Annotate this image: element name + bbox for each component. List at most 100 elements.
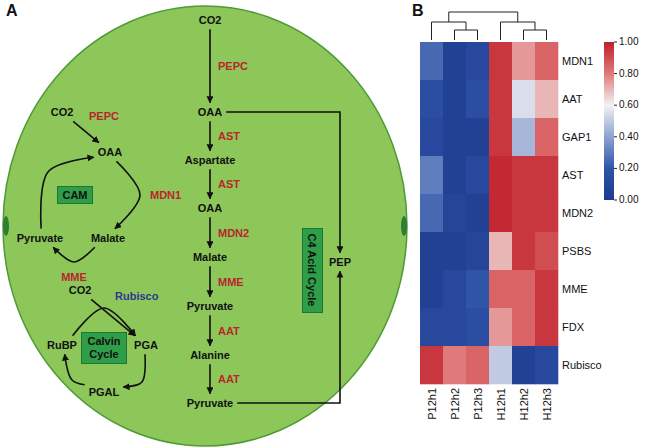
cycle-box: Calvin Cycle — [81, 332, 127, 363]
metabolite-node: Malate — [89, 231, 127, 246]
metabolite-node: Pyruvate — [185, 299, 235, 314]
pathway-arrow — [209, 266, 211, 296]
pathway-arrow — [73, 121, 99, 142]
heatmap-cell — [466, 270, 489, 308]
enzyme-label: AAT — [218, 324, 240, 337]
heatmap-cell — [489, 42, 512, 80]
heatmap-cell — [466, 80, 489, 118]
enzyme-label: AST — [218, 178, 240, 191]
row-label: FDX — [562, 321, 584, 334]
node-text: Pyruvate — [17, 232, 63, 245]
heatmap-cell — [512, 80, 535, 118]
row-label: MDN2 — [562, 207, 593, 220]
heatmap — [420, 42, 558, 384]
scale-label: 0.00 — [619, 194, 638, 206]
metabolite-node: CO2 — [67, 283, 94, 298]
panel-letter: A — [6, 2, 18, 20]
node-text: Pyruvate — [187, 300, 233, 313]
cycle-box: CAM — [57, 186, 92, 205]
heatmap-cell — [512, 156, 535, 194]
heatmap-cell — [420, 80, 443, 118]
heatmap-cell — [420, 270, 443, 308]
heatmap-cell — [466, 42, 489, 80]
heatmap-cell — [443, 80, 466, 118]
heatmap-cell — [420, 156, 443, 194]
scale-label: 0.60 — [619, 99, 638, 111]
heatmap-cell — [443, 270, 466, 308]
stoma — [3, 216, 9, 236]
heatmap-cell — [443, 308, 466, 346]
heatmap-cell — [535, 232, 558, 270]
column-label: P12h1 — [425, 388, 438, 420]
row-label: MDN1 — [562, 55, 593, 68]
metabolite-node: PGAL — [87, 385, 122, 400]
heatmap-cell — [535, 346, 558, 384]
enzyme-label: Rubisco — [115, 290, 158, 303]
metabolite-node: PEP — [327, 255, 353, 270]
column-label: H12h1 — [494, 388, 507, 420]
heatmap-cell — [535, 270, 558, 308]
scale-ticks — [614, 42, 617, 200]
node-text: Malate — [193, 251, 227, 264]
node-text: Aspartate — [185, 154, 236, 167]
heatmap-cell — [535, 194, 558, 232]
pathway-arrow — [209, 364, 211, 393]
column-label: P12h3 — [471, 388, 484, 420]
heatmap-cell — [512, 118, 535, 156]
heatmap-cell — [489, 194, 512, 232]
enzyme-label: AAT — [218, 373, 240, 386]
metabolite-node: Aspartate — [183, 153, 238, 168]
heatmap-cell — [489, 270, 512, 308]
heatmap-cell — [535, 308, 558, 346]
heatmap-cell — [535, 80, 558, 118]
column-label: H12h2 — [517, 388, 530, 420]
dendrogram — [432, 12, 547, 40]
node-text: PGA — [134, 339, 158, 352]
metabolite-node: Malate — [191, 250, 229, 265]
heatmap-cell — [420, 118, 443, 156]
metabolite-node: PGA — [132, 338, 160, 353]
pathway-arrow — [209, 169, 211, 198]
enzyme-label: MDN2 — [218, 226, 249, 239]
heatmap-cell — [535, 42, 558, 80]
color-scale — [604, 42, 614, 200]
heatmap-cell — [512, 308, 535, 346]
heatmap-cell — [489, 232, 512, 270]
column-label: H12h3 — [540, 388, 553, 420]
metabolite-node: OAA — [96, 145, 124, 160]
heatmap-cell — [535, 118, 558, 156]
heatmap-cell — [420, 308, 443, 346]
heatmap-cell — [443, 156, 466, 194]
heatmap-cell — [420, 232, 443, 270]
heatmap-cell — [466, 308, 489, 346]
stoma — [401, 216, 407, 236]
scale-label: 0.80 — [619, 68, 638, 80]
heatmap-cell — [512, 346, 535, 384]
pathway-arrow — [115, 161, 140, 228]
heatmap-cell — [466, 346, 489, 384]
node-text: PEP — [329, 256, 351, 269]
enzyme-label: MME — [61, 271, 87, 284]
heatmap-cell — [512, 42, 535, 80]
heatmap-cell — [489, 80, 512, 118]
pathway-arrow — [209, 121, 211, 150]
node-text: Malate — [91, 232, 125, 245]
column-label: P12h2 — [448, 388, 461, 420]
node-text: RuBP — [47, 339, 77, 352]
metabolite-node: Pyruvate — [185, 396, 235, 411]
node-text: CO2 — [199, 14, 222, 27]
node-text: OAA — [98, 146, 122, 159]
heatmap-cell — [512, 232, 535, 270]
row-label: MME — [562, 283, 588, 296]
metabolite-node: OAA — [196, 201, 224, 216]
enzyme-label: AST — [218, 130, 240, 143]
heatmap-cell — [489, 308, 512, 346]
row-label: AST — [562, 169, 583, 182]
metabolite-node: CO2 — [49, 105, 76, 120]
scale-label: 1.00 — [619, 36, 638, 48]
scale-label: 0.20 — [619, 163, 638, 175]
node-text: Calvin Cycle — [86, 335, 122, 360]
heatmap-cell — [443, 118, 466, 156]
heatmap-cell — [489, 346, 512, 384]
